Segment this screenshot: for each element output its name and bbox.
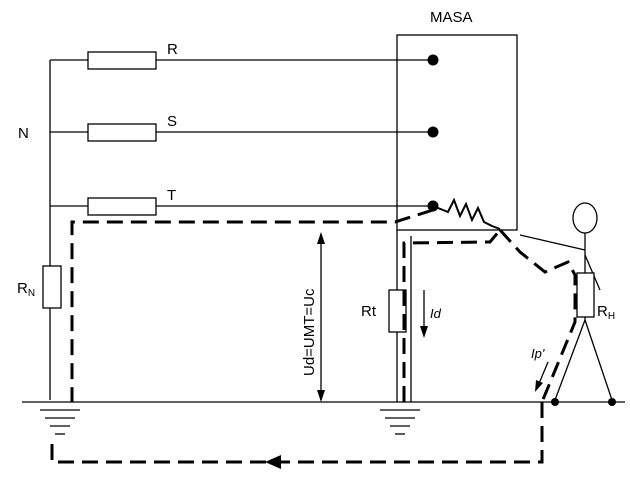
phase-r-terminal (427, 54, 439, 66)
masa-label: MASA (430, 9, 473, 26)
id-arrow-head (420, 326, 428, 338)
person-figure (519, 202, 613, 401)
fault-current-path-main (70, 208, 434, 402)
voltage-arrow-head-top (317, 232, 325, 244)
phase-s-terminal (427, 126, 439, 138)
rn-resistor (42, 265, 62, 309)
rh-resistor (576, 272, 595, 318)
person-foot-right (608, 398, 616, 406)
person-foot-left (551, 398, 559, 406)
voltage-arrow-head-bottom (317, 390, 325, 402)
voltage-label: Ud=UMT=Uc (301, 288, 318, 376)
fault-zigzag (432, 197, 501, 230)
rn-label: RN (17, 280, 35, 299)
rh-label: RH (597, 303, 615, 322)
ip-arrow-head (535, 380, 543, 392)
phase-r-label: R (167, 41, 178, 58)
id-label: Id (430, 306, 442, 321)
phase-s-label: S (167, 113, 177, 130)
neutral-label: N (18, 125, 29, 142)
ground-symbol-left (40, 409, 80, 435)
return-arrow-head (265, 455, 281, 469)
ip-label: Ip' (531, 346, 545, 361)
ground-symbol-right (380, 409, 420, 435)
phase-s-resistor (87, 123, 157, 142)
fault-current-path-body (498, 228, 577, 403)
fault-current-path-enclosure (402, 229, 502, 402)
rt-resistor (388, 289, 407, 333)
phase-t-resistor (87, 197, 157, 216)
rt-label: Rt (361, 303, 377, 320)
phase-t-label: T (167, 187, 176, 204)
phase-r-resistor (87, 51, 157, 70)
fault-current-path-return (50, 402, 544, 464)
